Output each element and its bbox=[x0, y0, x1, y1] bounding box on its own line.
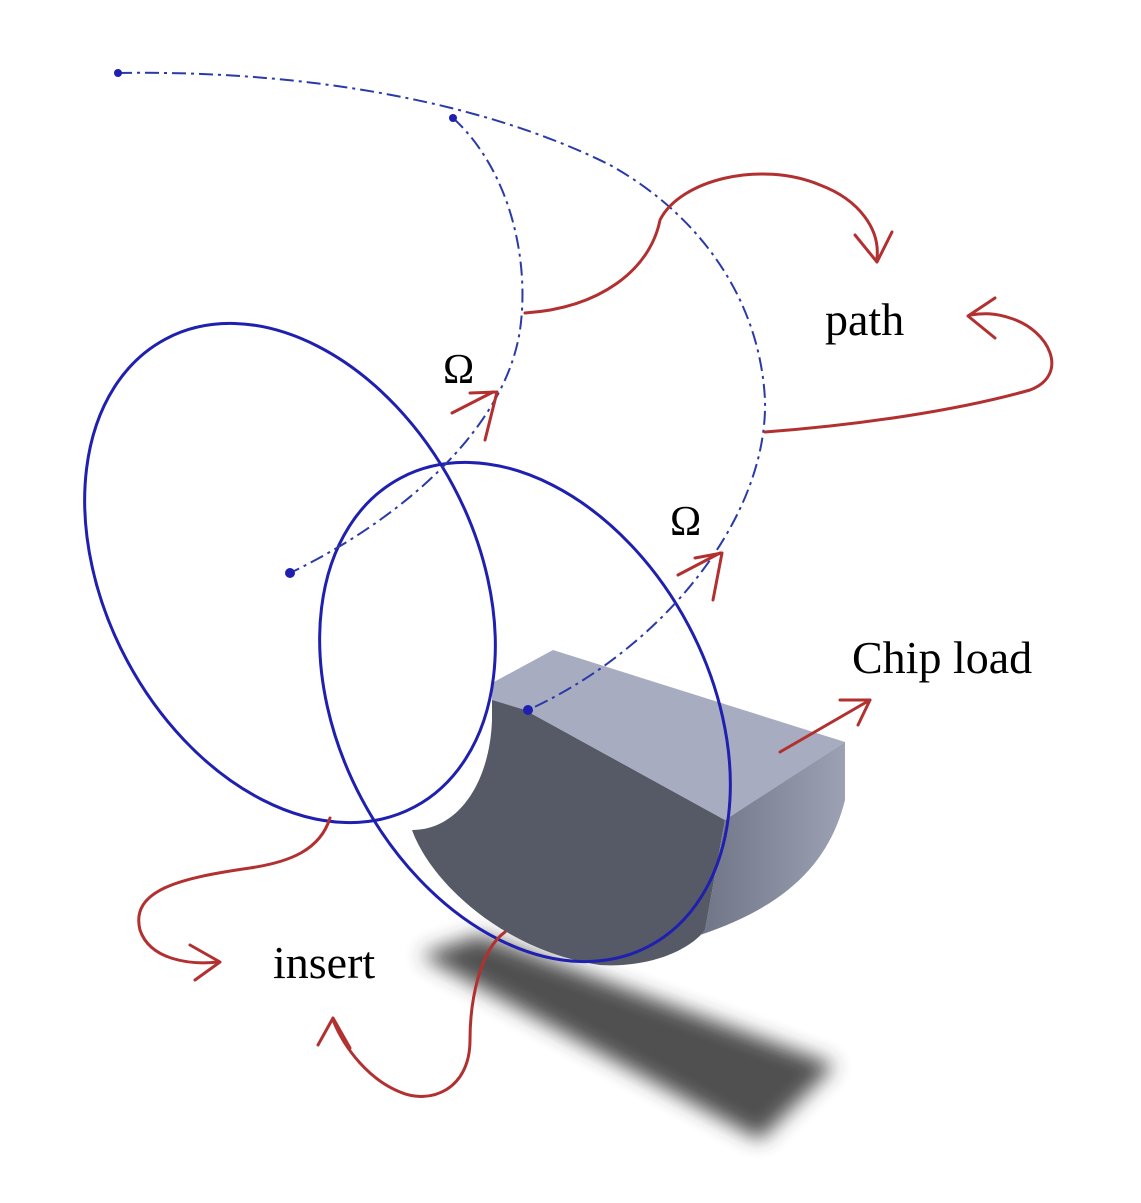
label-chip-load: Chip load bbox=[852, 632, 1032, 683]
tool-circle-right bbox=[318, 460, 732, 964]
toolpath bbox=[117, 71, 767, 711]
path-arrow-lower-head bbox=[966, 296, 997, 340]
omega-arrow-lower bbox=[676, 551, 722, 577]
path-point-start bbox=[114, 69, 122, 77]
insert-front-face bbox=[412, 690, 725, 966]
tool-center-right bbox=[523, 705, 533, 715]
tool-circle-left bbox=[83, 321, 497, 825]
insert-shadow bbox=[420, 935, 835, 1140]
label-path: path bbox=[825, 294, 904, 345]
label-omega-lower: Ω bbox=[670, 499, 701, 545]
toolpath-inner-arc bbox=[289, 117, 524, 574]
chip-load-arrow bbox=[778, 698, 872, 754]
insert-arrow-left-head bbox=[188, 943, 222, 982]
omega-arrow-upper bbox=[450, 390, 495, 415]
omega-arrow-upper-head bbox=[468, 390, 499, 442]
path-point-mid bbox=[449, 114, 457, 122]
toolpath-outer-arc bbox=[117, 71, 767, 711]
annotation-arrows bbox=[137, 172, 1054, 1098]
label-insert: insert bbox=[273, 937, 375, 988]
tool-center-left bbox=[285, 568, 295, 578]
omega-arrow-lower-head bbox=[693, 551, 724, 602]
insert-top-face bbox=[492, 650, 845, 820]
insert-arrow-bottom bbox=[331, 930, 507, 1098]
path-arrow-lower bbox=[763, 312, 1054, 434]
insert-side-face bbox=[700, 742, 845, 935]
chip-load-arrow-head bbox=[838, 698, 872, 727]
insert-arrow-left bbox=[137, 816, 332, 965]
path-arrow-upper bbox=[523, 172, 879, 315]
path-arrow-upper-head bbox=[853, 230, 894, 264]
label-omega-upper: Ω bbox=[443, 347, 474, 393]
insert-arrow-bottom-head bbox=[316, 1016, 352, 1050]
insert-block bbox=[412, 650, 845, 966]
